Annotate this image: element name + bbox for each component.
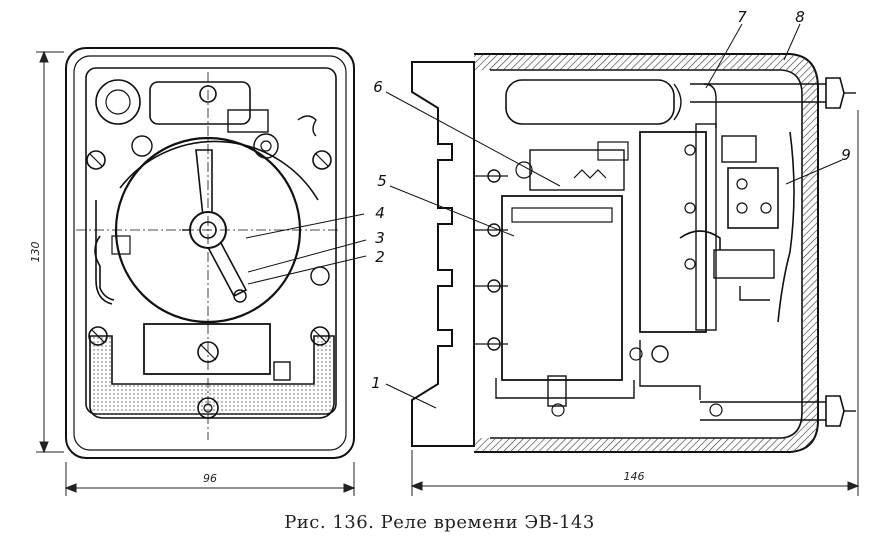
front-base xyxy=(89,335,335,419)
callout-5: 5 xyxy=(377,172,387,190)
screw-right-upper xyxy=(312,150,332,170)
callout-2: 2 xyxy=(375,248,385,266)
front-housing-inner xyxy=(73,55,347,451)
callout-3: 3 xyxy=(375,229,385,247)
front-housing-outer xyxy=(65,47,355,459)
side-view xyxy=(411,53,856,453)
side-cover-outer xyxy=(474,53,819,453)
top-coil-inner xyxy=(105,89,131,115)
front-view xyxy=(65,47,355,459)
gear-mechanism xyxy=(529,149,625,191)
contact-block xyxy=(727,167,779,229)
gear-small-left xyxy=(131,135,153,157)
side-dimensions xyxy=(410,110,860,496)
left-contact-bracket xyxy=(94,235,115,301)
side-base-plate xyxy=(411,61,475,447)
main-coil-block xyxy=(501,195,623,381)
callout-8: 8 xyxy=(795,8,805,26)
figure-caption: Рис. 136. Реле времени ЭВ-143 xyxy=(284,512,595,533)
gear-small-right xyxy=(253,133,279,159)
bottom-rod-nut xyxy=(825,395,845,427)
dim-side-width: 146 xyxy=(624,470,645,483)
screw-right-lower xyxy=(310,326,330,346)
leader-lines xyxy=(245,23,843,409)
spring-contact xyxy=(777,131,795,323)
callout-7: 7 xyxy=(737,8,747,26)
screw-mid-right xyxy=(310,266,330,286)
top-rod-nut xyxy=(825,77,845,109)
lower-plate xyxy=(143,323,271,375)
side-cover-wall xyxy=(474,54,818,452)
dim-front-width: 96 xyxy=(203,472,217,485)
side-top-coil xyxy=(505,79,675,125)
side-cover-inner xyxy=(490,69,803,439)
top-bracket xyxy=(227,109,269,133)
screw-left-upper xyxy=(86,150,106,170)
dim-front-height: 130 xyxy=(29,242,42,263)
front-dimensions xyxy=(36,50,356,496)
callout-9: 9 xyxy=(841,146,851,164)
callout-6: 6 xyxy=(373,78,383,96)
top-spring xyxy=(297,115,317,137)
top-coil xyxy=(95,79,141,125)
top-block xyxy=(149,81,251,125)
callout-1: 1 xyxy=(371,374,381,392)
screw-left-lower xyxy=(88,326,108,346)
dial-outer-arc xyxy=(119,140,319,201)
callout-4: 4 xyxy=(375,204,385,222)
